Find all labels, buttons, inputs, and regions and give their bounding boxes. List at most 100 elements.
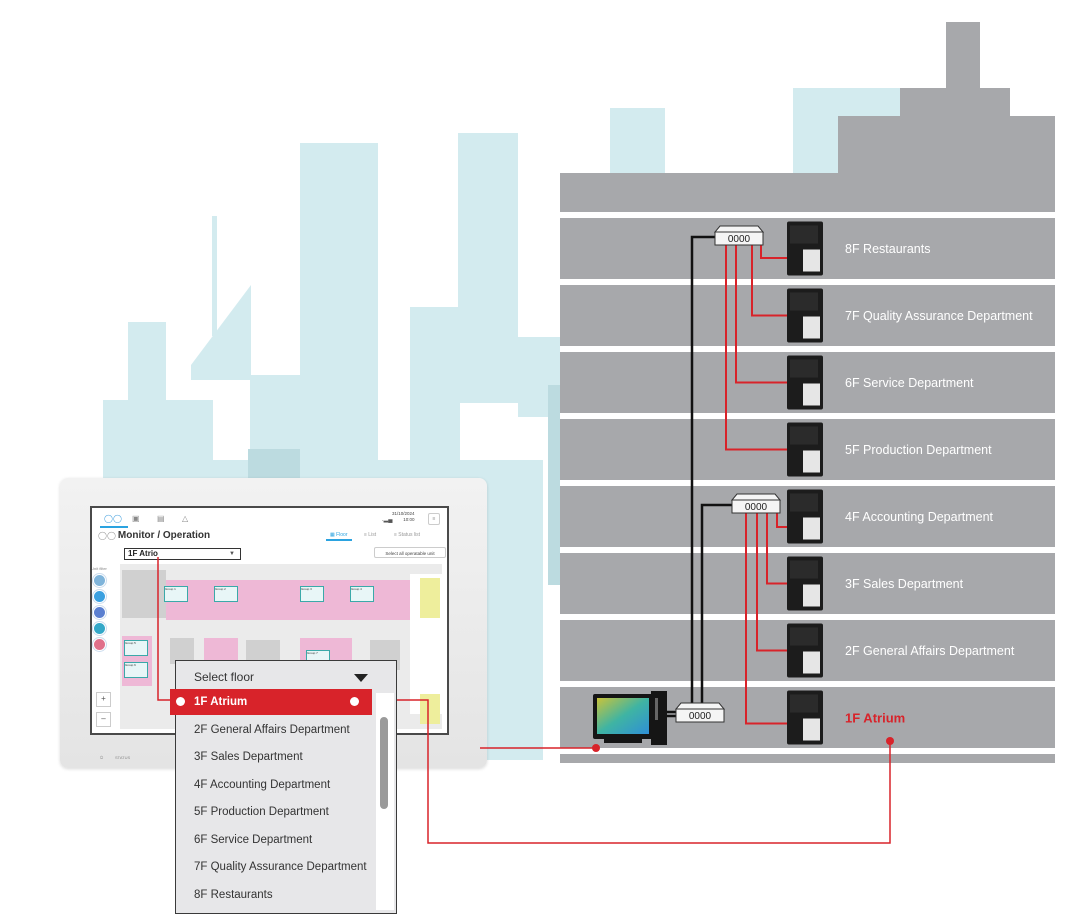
controller-icon [787,489,823,544]
controller-icon [787,556,823,611]
menu-button[interactable]: ≡ [428,513,440,525]
connector-dot [176,697,185,706]
tab-status-list[interactable]: ≡ Status list [394,532,420,538]
tab-floor[interactable]: ▦ Floor [330,532,348,538]
group-card-label: Group 1 [165,587,176,591]
floor-label-7F: 7F Quality Assurance Department [845,308,1033,323]
dropdown-option[interactable]: 4F Accounting Department [194,778,331,791]
network-hub-icon: 0000 [674,702,726,723]
hub-port-label: 0000 [728,234,751,245]
controller-icon [787,221,823,276]
group-card[interactable]: Group 3 [300,586,324,602]
floor-label-4F: 4F Accounting Department [845,509,993,524]
network-hub-icon: 0000 [713,225,765,246]
unit-filter: Unit filter [91,566,108,656]
unit-filter-label: Unit filter [91,566,107,571]
datetime: 31/10/2024 10:00 [392,511,415,523]
alert-icon[interactable]: △ [182,514,189,523]
date-text: 31/10/2024 [392,511,415,516]
filter-other-button[interactable] [92,638,106,651]
floor-select[interactable]: 1F Atrio▼ [124,548,241,560]
dropdown-option[interactable]: 6F Service Department [194,833,313,846]
red-wire [751,244,787,317]
connector-dot [350,697,359,706]
red-wire [766,512,787,585]
filter-vent-button[interactable] [92,590,106,603]
group-card-label: Group 5 [125,641,136,645]
view-tab-indicator [326,539,352,541]
controllers [787,221,823,745]
hub-port-label: 0000 [745,502,768,513]
controller-icon [787,355,823,410]
group-card[interactable]: Group 4 [350,586,374,602]
filter-ac-button[interactable] [92,574,106,587]
dropdown-header: Select floor [194,670,255,684]
monitor-icon[interactable]: ◯◯ [104,514,122,523]
floor-label-1F: 1F Atrium [845,710,906,725]
time-text: 10:00 [403,517,415,522]
page-title: ◯◯Monitor / Operation [98,530,210,541]
zoom-out-button[interactable]: – [96,712,111,727]
filter-fan-button[interactable] [92,606,106,619]
floor-label-8F: 8F Restaurants [845,241,931,256]
caret-down-icon[interactable] [354,674,368,682]
group-card-label: Group 6 [125,663,136,667]
controller-icon [787,690,823,745]
group-card-label: Group 2 [215,587,226,591]
group-card-label: Group 4 [351,587,362,591]
floor-separator [560,681,1055,687]
red-wire [756,512,787,652]
hub-port-label: 0000 [689,711,712,722]
controller-icon [787,623,823,678]
network-hub-icon: 0000 [730,493,782,514]
dropdown-option[interactable]: 5F Production Department [194,806,329,818]
status-label: STATUS [115,755,131,760]
group-card[interactable]: Group 5 [124,640,148,656]
floor-separator [560,748,1055,754]
monitor-icon: ◯◯ [98,531,116,540]
zoom-in-button[interactable]: + [96,692,111,707]
red-wire [776,512,787,528]
energy-icon[interactable]: ▤ [157,514,165,523]
connector-dot [592,744,600,752]
controller-icon [787,288,823,343]
floor-separator [560,614,1055,620]
signal-icon: .▂▄ [382,517,393,523]
dropdown-option[interactable]: 2F General Affairs Department [194,723,350,736]
red-wire [760,244,787,259]
dropdown-option[interactable]: 3F Sales Department [194,751,303,763]
floor-label-2F: 2F General Affairs Department [845,643,1015,658]
group-card[interactable]: Group 6 [124,662,148,678]
page-title-text: Monitor / Operation [117,530,211,541]
group-card-label: Group 3 [301,587,312,591]
select-all-button[interactable]: Select all operatable unit [374,547,446,558]
floor-separator [560,413,1055,419]
tab-list[interactable]: ≡ List [364,532,377,538]
active-tab-indicator [100,526,128,528]
floor-label-5F: 5F Production Department [845,442,992,457]
floor-separator [560,212,1055,218]
red-wire [735,244,787,384]
group-card[interactable]: Group 2 [214,586,238,602]
room [122,570,166,618]
dropdown-option[interactable]: 1F Atrium [170,689,372,715]
scrollbar-thumb[interactable] [380,717,388,809]
dropdown-option[interactable]: 8F Restaurants [194,888,273,901]
schedule-icon[interactable]: ▣ [132,514,140,523]
dropdown-option[interactable]: 7F Quality Assurance Department [194,861,367,873]
red-wire [725,244,787,451]
floor-separator [560,480,1055,486]
room [420,578,440,618]
group-card[interactable]: Group 1 [164,586,188,602]
connector-dot [886,737,894,745]
filter-heater-button[interactable] [92,622,106,635]
group-card-label: Group 7 [307,651,318,655]
controller-icon [787,422,823,477]
chevron-down-icon: ▼ [229,551,235,557]
floor-label-6F: 6F Service Department [845,375,974,390]
floor-dropdown[interactable]: Select floor 1F Atrium 2F General Affairs… [170,660,397,914]
floor-separator [560,279,1055,285]
floor-label-3F: 3F Sales Department [845,576,964,591]
pc-computer-icon [593,691,667,745]
